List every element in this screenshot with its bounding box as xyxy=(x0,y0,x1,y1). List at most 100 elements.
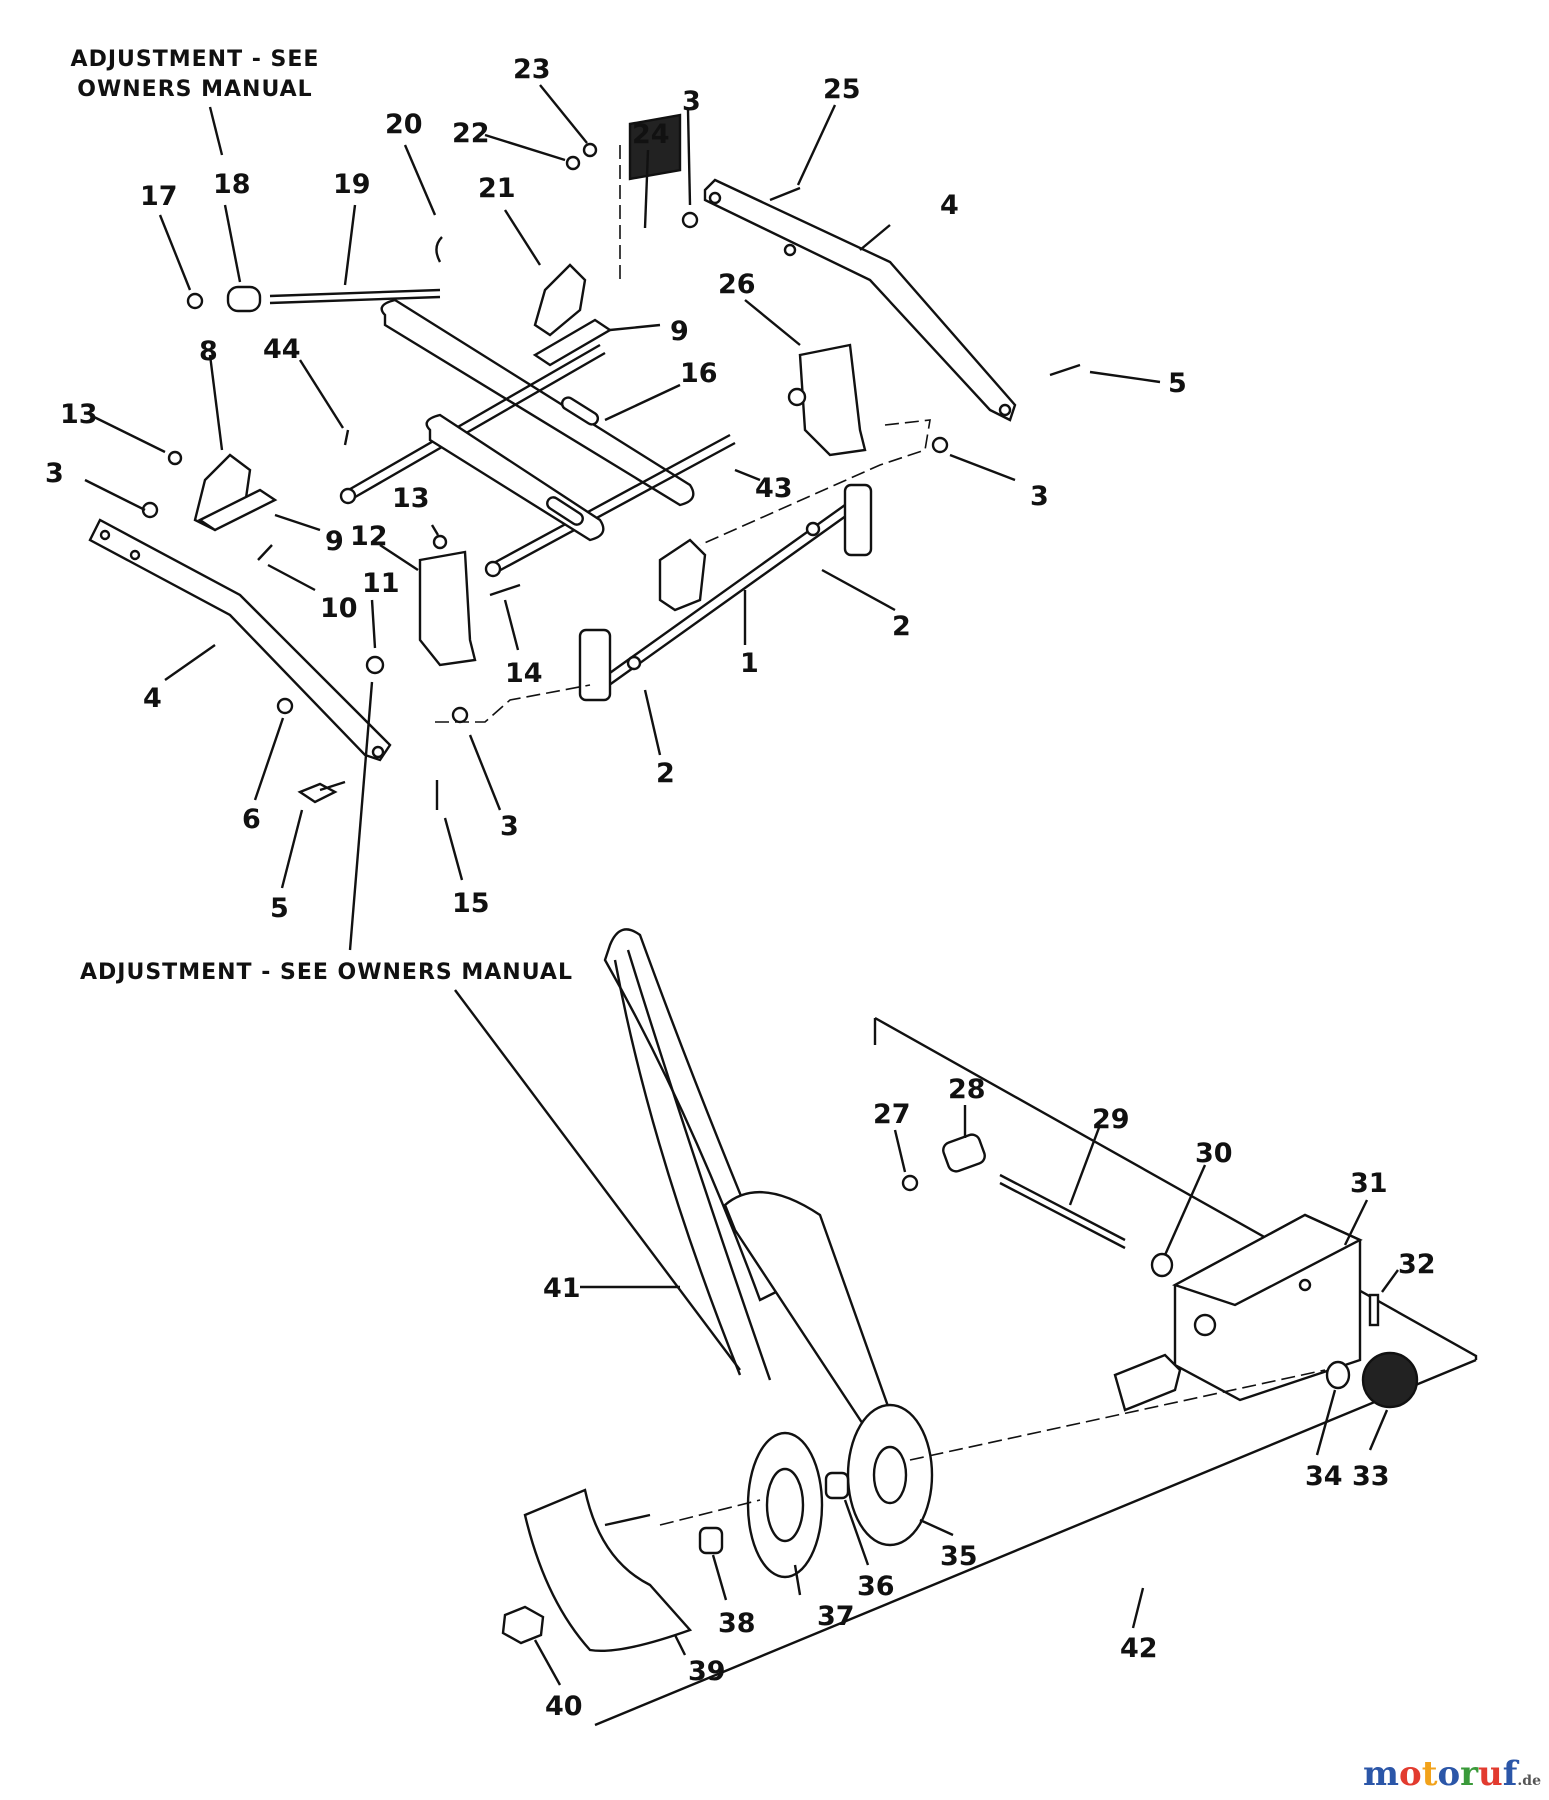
callout-3a: 3 xyxy=(45,458,64,489)
callout-42: 42 xyxy=(1120,1633,1158,1664)
callout-38: 38 xyxy=(718,1608,756,1639)
part-19-rod xyxy=(269,288,441,298)
shaft-end-plate xyxy=(843,483,873,557)
alignment-line xyxy=(909,1369,1326,1461)
callout-8: 8 xyxy=(199,336,218,367)
leader-33 xyxy=(1368,1409,1389,1451)
callout-11: 11 xyxy=(362,568,400,599)
callout-22: 22 xyxy=(452,118,490,149)
leader-12 xyxy=(379,543,419,572)
link-slot xyxy=(560,396,600,426)
part-34-washer xyxy=(1325,1360,1351,1390)
leader-13b xyxy=(430,524,440,536)
leader-3d xyxy=(468,734,502,811)
callout-36: 36 xyxy=(857,1571,895,1602)
leader-23 xyxy=(539,84,588,144)
leader-20 xyxy=(403,144,437,216)
part-13-nut xyxy=(432,534,448,550)
belt-edge xyxy=(626,949,772,1381)
logo-letter: o xyxy=(1399,1754,1422,1794)
part-17-nut xyxy=(186,292,204,310)
logo-letter: r xyxy=(1460,1754,1479,1794)
lower-drive-assembly xyxy=(501,928,1478,1727)
arm-hole xyxy=(99,529,111,541)
callout-40: 40 xyxy=(545,1691,583,1722)
leader-4a xyxy=(859,224,891,251)
alignment-line xyxy=(699,419,931,546)
leader-9a xyxy=(609,323,661,332)
part-10-bolt xyxy=(257,544,273,561)
leader-17 xyxy=(158,214,192,291)
gearbox-hole xyxy=(1193,1313,1217,1337)
leader-38 xyxy=(711,1554,728,1601)
part-32-pin xyxy=(1368,1293,1380,1327)
leader-35 xyxy=(919,1518,954,1537)
part-29-rod xyxy=(999,1173,1126,1242)
callout-23: 23 xyxy=(513,54,551,85)
arm-hole xyxy=(708,191,722,205)
bracket-pin xyxy=(787,387,807,407)
leader-39 xyxy=(673,1634,687,1656)
callout-30: 30 xyxy=(1195,1138,1233,1169)
leader-34 xyxy=(1315,1389,1337,1456)
callout-9b: 9 xyxy=(325,526,344,557)
callout-24: 24 xyxy=(632,119,670,150)
part-38-spacer xyxy=(698,1526,724,1555)
leader-5b xyxy=(280,809,304,889)
callout-17: 17 xyxy=(140,181,178,212)
part-1-shaft-edge xyxy=(604,512,851,689)
part-44-rod-edge xyxy=(349,351,606,502)
adjustment-note-bottom: ADJUSTMENT - SEE OWNERS MANUAL xyxy=(80,960,573,985)
part-14-bolt xyxy=(489,583,521,597)
callout-4a: 4 xyxy=(940,190,959,221)
arm-hole xyxy=(129,549,141,561)
callout-44: 44 xyxy=(263,334,301,365)
callout-32: 32 xyxy=(1398,1249,1436,1280)
callout-1: 1 xyxy=(740,648,759,679)
leader-31 xyxy=(1343,1199,1369,1246)
part-24-pad xyxy=(628,113,682,181)
callout-27: 27 xyxy=(873,1099,911,1130)
leader-10 xyxy=(267,563,316,592)
callout-2b: 2 xyxy=(656,758,675,789)
leader-2b xyxy=(643,689,662,756)
leader-15 xyxy=(443,817,464,881)
part-5-bolt-right xyxy=(1049,363,1081,377)
callout-13a: 13 xyxy=(60,399,98,430)
callout-10: 10 xyxy=(320,593,358,624)
leader-44 xyxy=(298,359,345,429)
shaft-end-plate xyxy=(578,628,612,702)
part-11-pin xyxy=(365,655,385,675)
part-28-trunnion xyxy=(942,1133,986,1173)
gearbox-shaft xyxy=(1113,1353,1182,1412)
leader-3b xyxy=(686,109,692,206)
leader-9b xyxy=(274,513,321,532)
group-boundary xyxy=(594,1016,1478,1727)
callout-15: 15 xyxy=(452,888,490,919)
leader-40 xyxy=(533,1639,562,1686)
part-44-cotter-pin xyxy=(343,429,350,446)
leader-42 xyxy=(1131,1587,1145,1629)
part-2-nut xyxy=(805,521,821,537)
gearbox-top xyxy=(1171,1213,1363,1307)
callout-labels: 1 2 2 3 3 3 3 4 4 5 5 6 8 9 9 10 11 12 1… xyxy=(45,54,1436,1722)
part-4-left-arm xyxy=(88,518,392,762)
callout-26: 26 xyxy=(718,269,756,300)
callout-2a: 2 xyxy=(892,611,911,642)
part-3-bushing xyxy=(141,501,159,519)
logo-letter: o xyxy=(1437,1754,1461,1794)
callout-5b: 5 xyxy=(270,893,289,924)
callout-5a: 5 xyxy=(1168,368,1187,399)
part-36-spacer xyxy=(824,1471,850,1500)
part-6-nut xyxy=(276,697,294,715)
callout-33: 33 xyxy=(1352,1461,1390,1492)
part-27-clip xyxy=(901,1174,919,1192)
adjustment-note-top: ADJUSTMENT - SEE OWNERS MANUAL xyxy=(60,45,330,105)
callout-9a: 9 xyxy=(670,316,689,347)
part-18-trunnion xyxy=(226,285,262,313)
rod-end xyxy=(484,560,502,578)
leader-note-belt xyxy=(454,989,741,1371)
callout-35: 35 xyxy=(940,1541,978,1572)
gearbox-hole xyxy=(1298,1278,1312,1292)
